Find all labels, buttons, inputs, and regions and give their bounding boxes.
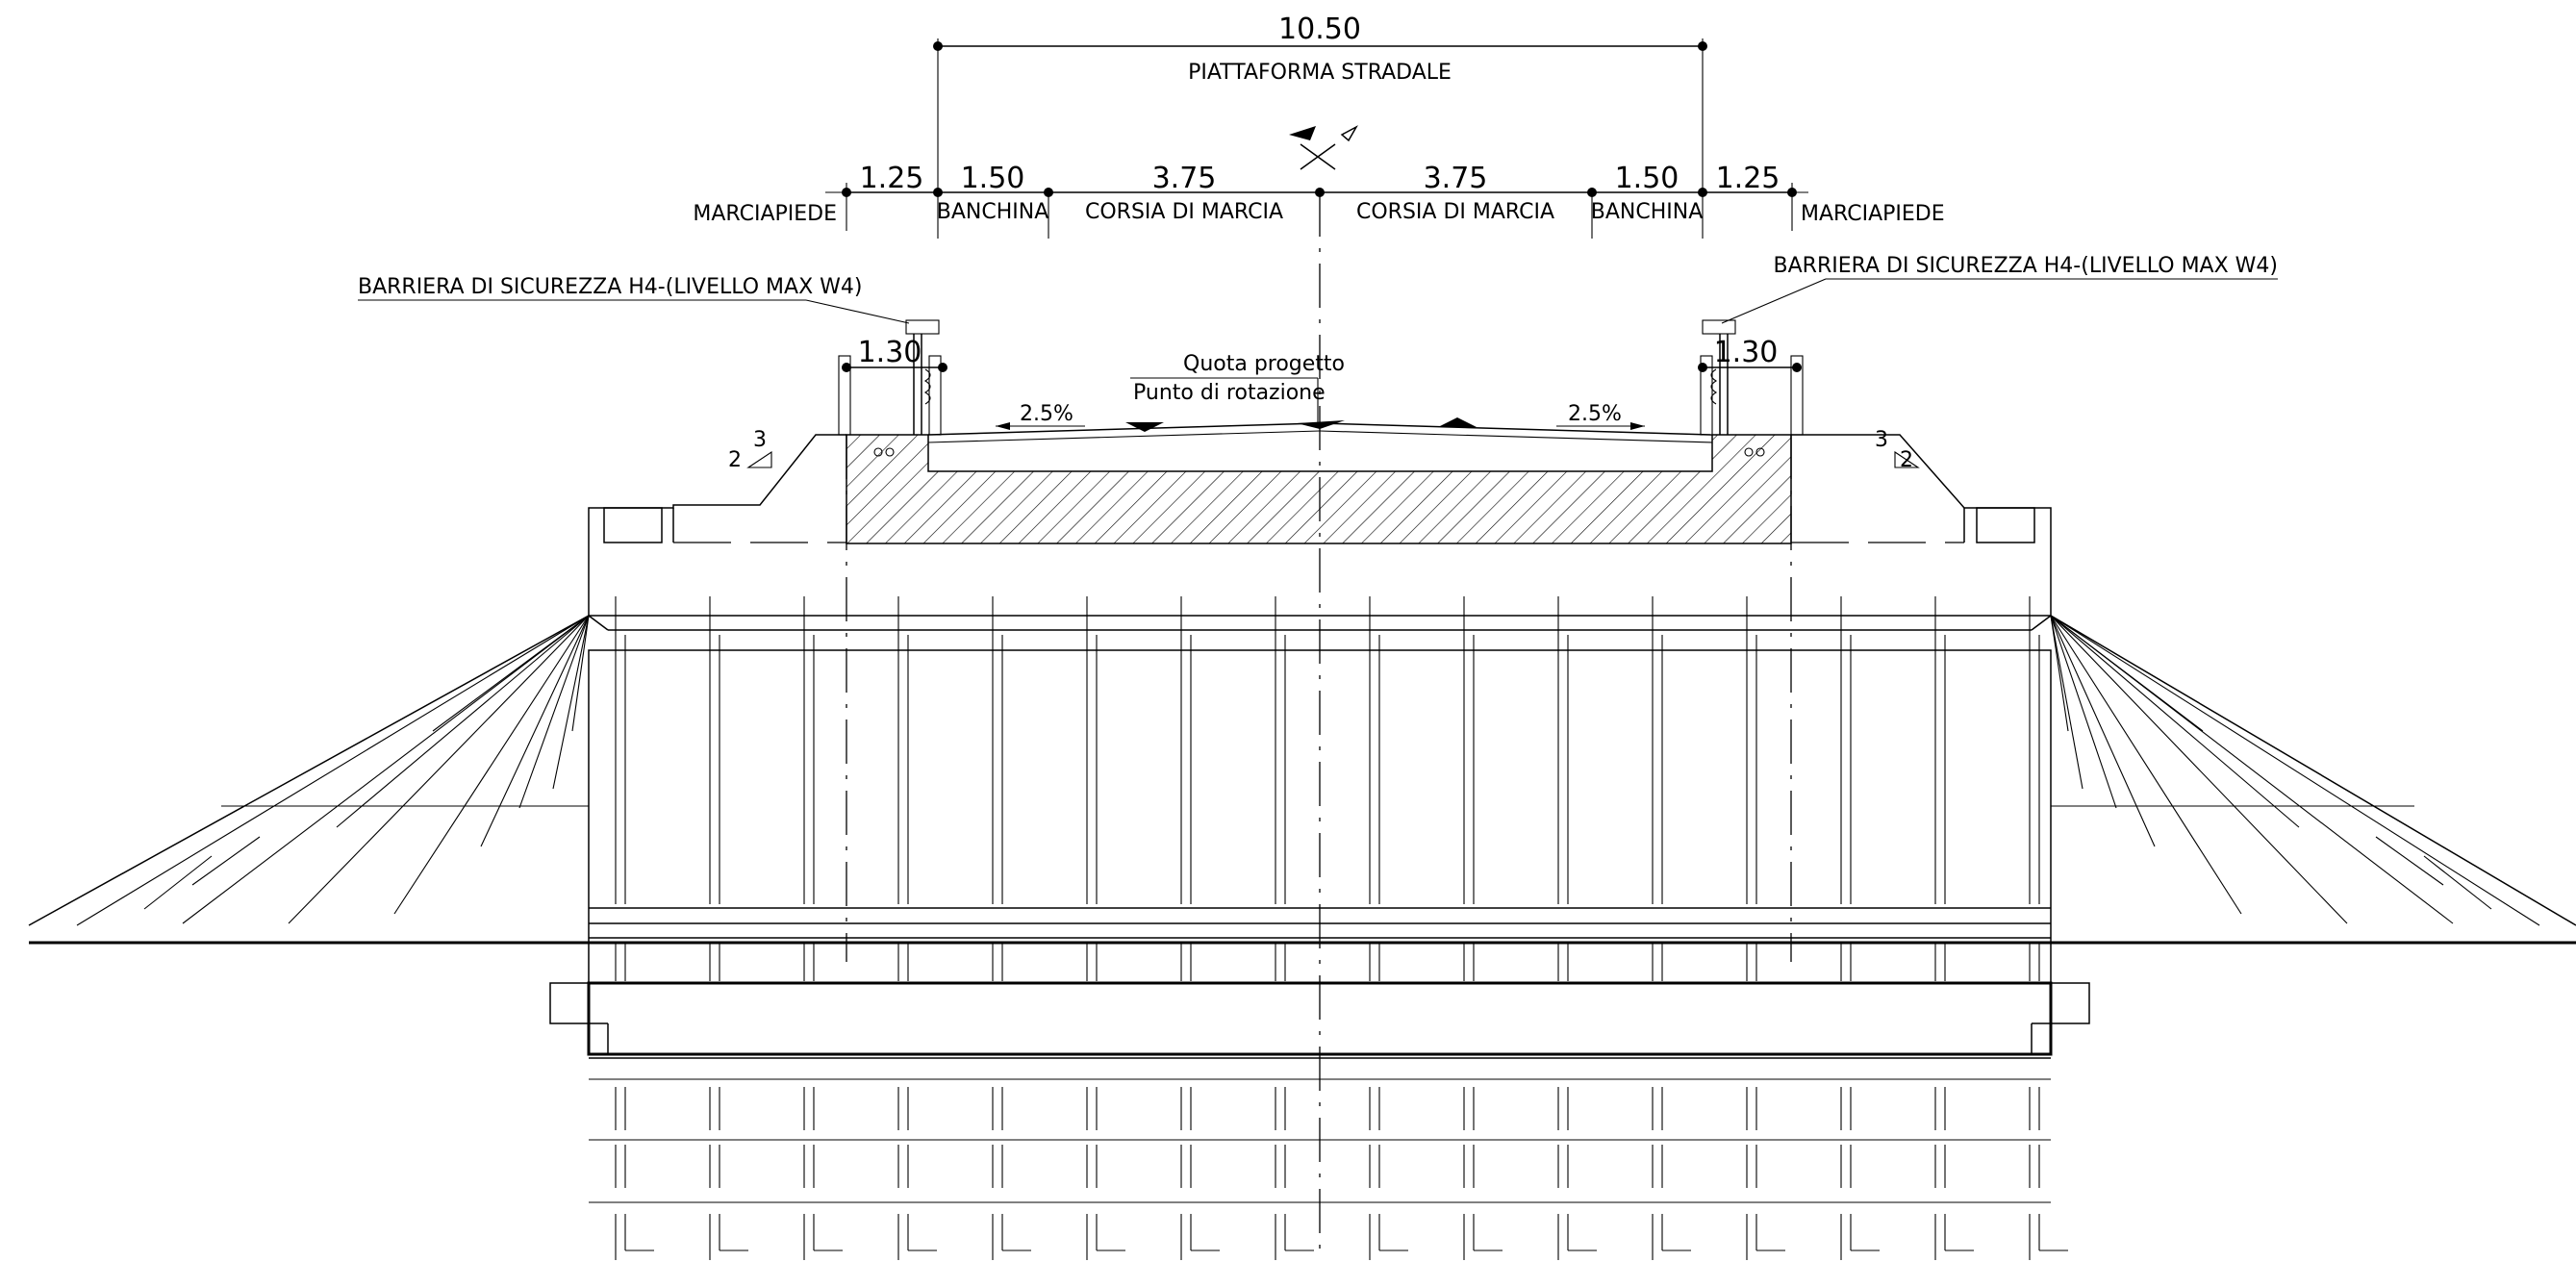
shoulder-right-label: BANCHINA [1591,200,1704,224]
svg-text:3: 3 [753,428,767,452]
slope-right-value: 2.5% [1568,402,1622,426]
sidewalk-left-label: MARCIAPIEDE [693,202,837,226]
barrier-left-label: BARRIERA DI SICUREZZA H4-(LIVELLO MAX W4… [358,275,862,299]
project-level-label: Quota progetto [1183,352,1345,376]
shoulder-left-width: 1.50 [961,162,1025,195]
slope-right: 2.5% [1438,402,1645,430]
barrier-callout-left: BARRIERA DI SICUREZZA H4-(LIVELLO MAX W4… [358,275,910,324]
project-level-note: Quota progetto Punto di rotazione [1130,352,1345,429]
slope-left-value: 2.5% [1020,402,1073,426]
sidewalk-right-label: MARCIAPIEDE [1801,202,1945,226]
slope-ratio-left: 3 2 [728,428,772,472]
shoulder-right-width: 1.50 [1615,162,1679,195]
svg-text:2: 2 [1900,448,1913,472]
embankment-left [28,615,590,926]
barrier-right-label: BARRIERA DI SICUREZZA H4-(LIVELLO MAX W4… [1774,254,2278,278]
barrier-offset-right-value: 1.30 [1714,336,1779,369]
barrier-offset-right: 1.30 [1698,336,1802,372]
svg-text:2: 2 [728,448,742,472]
svg-text:3: 3 [1875,428,1888,452]
lane-right-label: CORSIA DI MARCIA [1356,200,1554,224]
barrier-callout-right: BARRIERA DI SICUREZZA H4-(LIVELLO MAX W4… [1721,254,2278,324]
partial-dimension-chain: 1.25 1.50 3.75 3.75 1.50 1.25 MARCIAPIED… [693,162,1945,239]
slope-left: 2.5% [996,402,1164,432]
rotation-point-label: Punto di rotazione [1133,381,1326,405]
embankment-right [2050,615,2576,926]
deck-slab [846,422,1792,544]
platform-label: PIATTAFORMA STRADALE [1188,61,1452,85]
barrier-offset-left: 1.30 [842,336,947,372]
total-width-dimension: 10.50 PIATTAFORMA STRADALE [933,13,1707,192]
abutment-cap [588,434,2052,962]
pile-group [589,596,2068,1260]
sidewalk-left-width: 1.25 [860,162,924,195]
sidewalk-right-width: 1.25 [1716,162,1780,195]
centerline-marker-icon [1289,125,1358,170]
shoulder-left-label: BANCHINA [937,200,1049,224]
barrier-offset-left-value: 1.30 [858,336,922,369]
total-width-value: 10.50 [1278,13,1361,46]
lane-left-width: 3.75 [1152,162,1217,195]
lane-right-width: 3.75 [1424,162,1488,195]
abutment-wall [549,615,2090,1059]
lane-left-label: CORSIA DI MARCIA [1085,200,1283,224]
